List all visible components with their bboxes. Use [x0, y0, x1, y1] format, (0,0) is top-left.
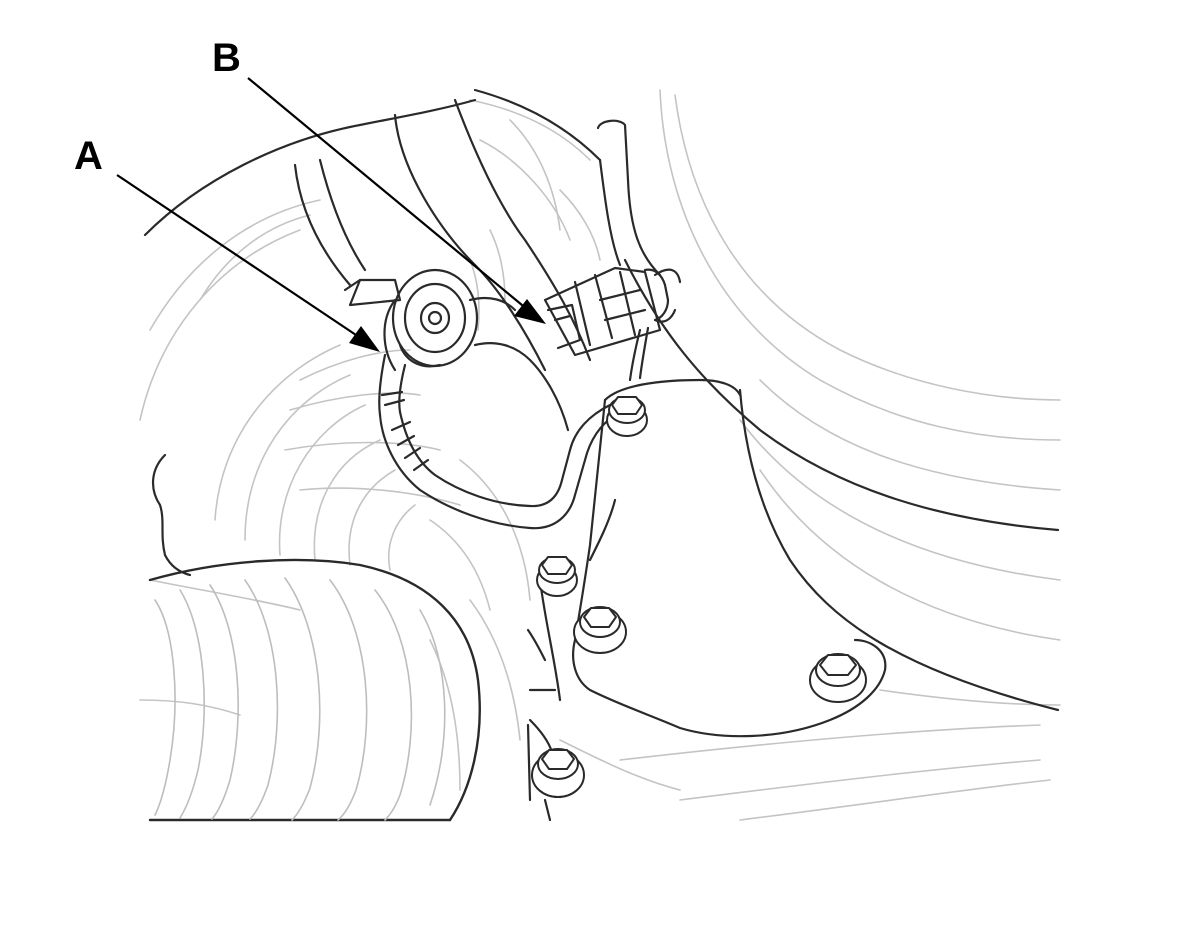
bolt-middle: [573, 606, 627, 654]
sensor-harness: [343, 266, 682, 530]
leader-line-a: [116, 174, 363, 340]
bolt-upper-left: [536, 556, 578, 597]
driveshaft-boot: [148, 558, 481, 822]
arrowhead-a: [349, 326, 380, 352]
bolt-bottom: [531, 748, 585, 798]
flange-bolts: [531, 396, 867, 798]
leader-line-b: [247, 77, 529, 311]
leader-lines: [116, 77, 546, 352]
background-structure: [139, 89, 1061, 821]
bolt-right: [809, 653, 867, 703]
callout-label-b: B: [212, 36, 241, 80]
arrowhead-b: [514, 299, 546, 324]
callout-label-a: A: [74, 134, 103, 178]
knuckle-outline: [143, 88, 1060, 822]
bolt-top: [606, 396, 648, 437]
